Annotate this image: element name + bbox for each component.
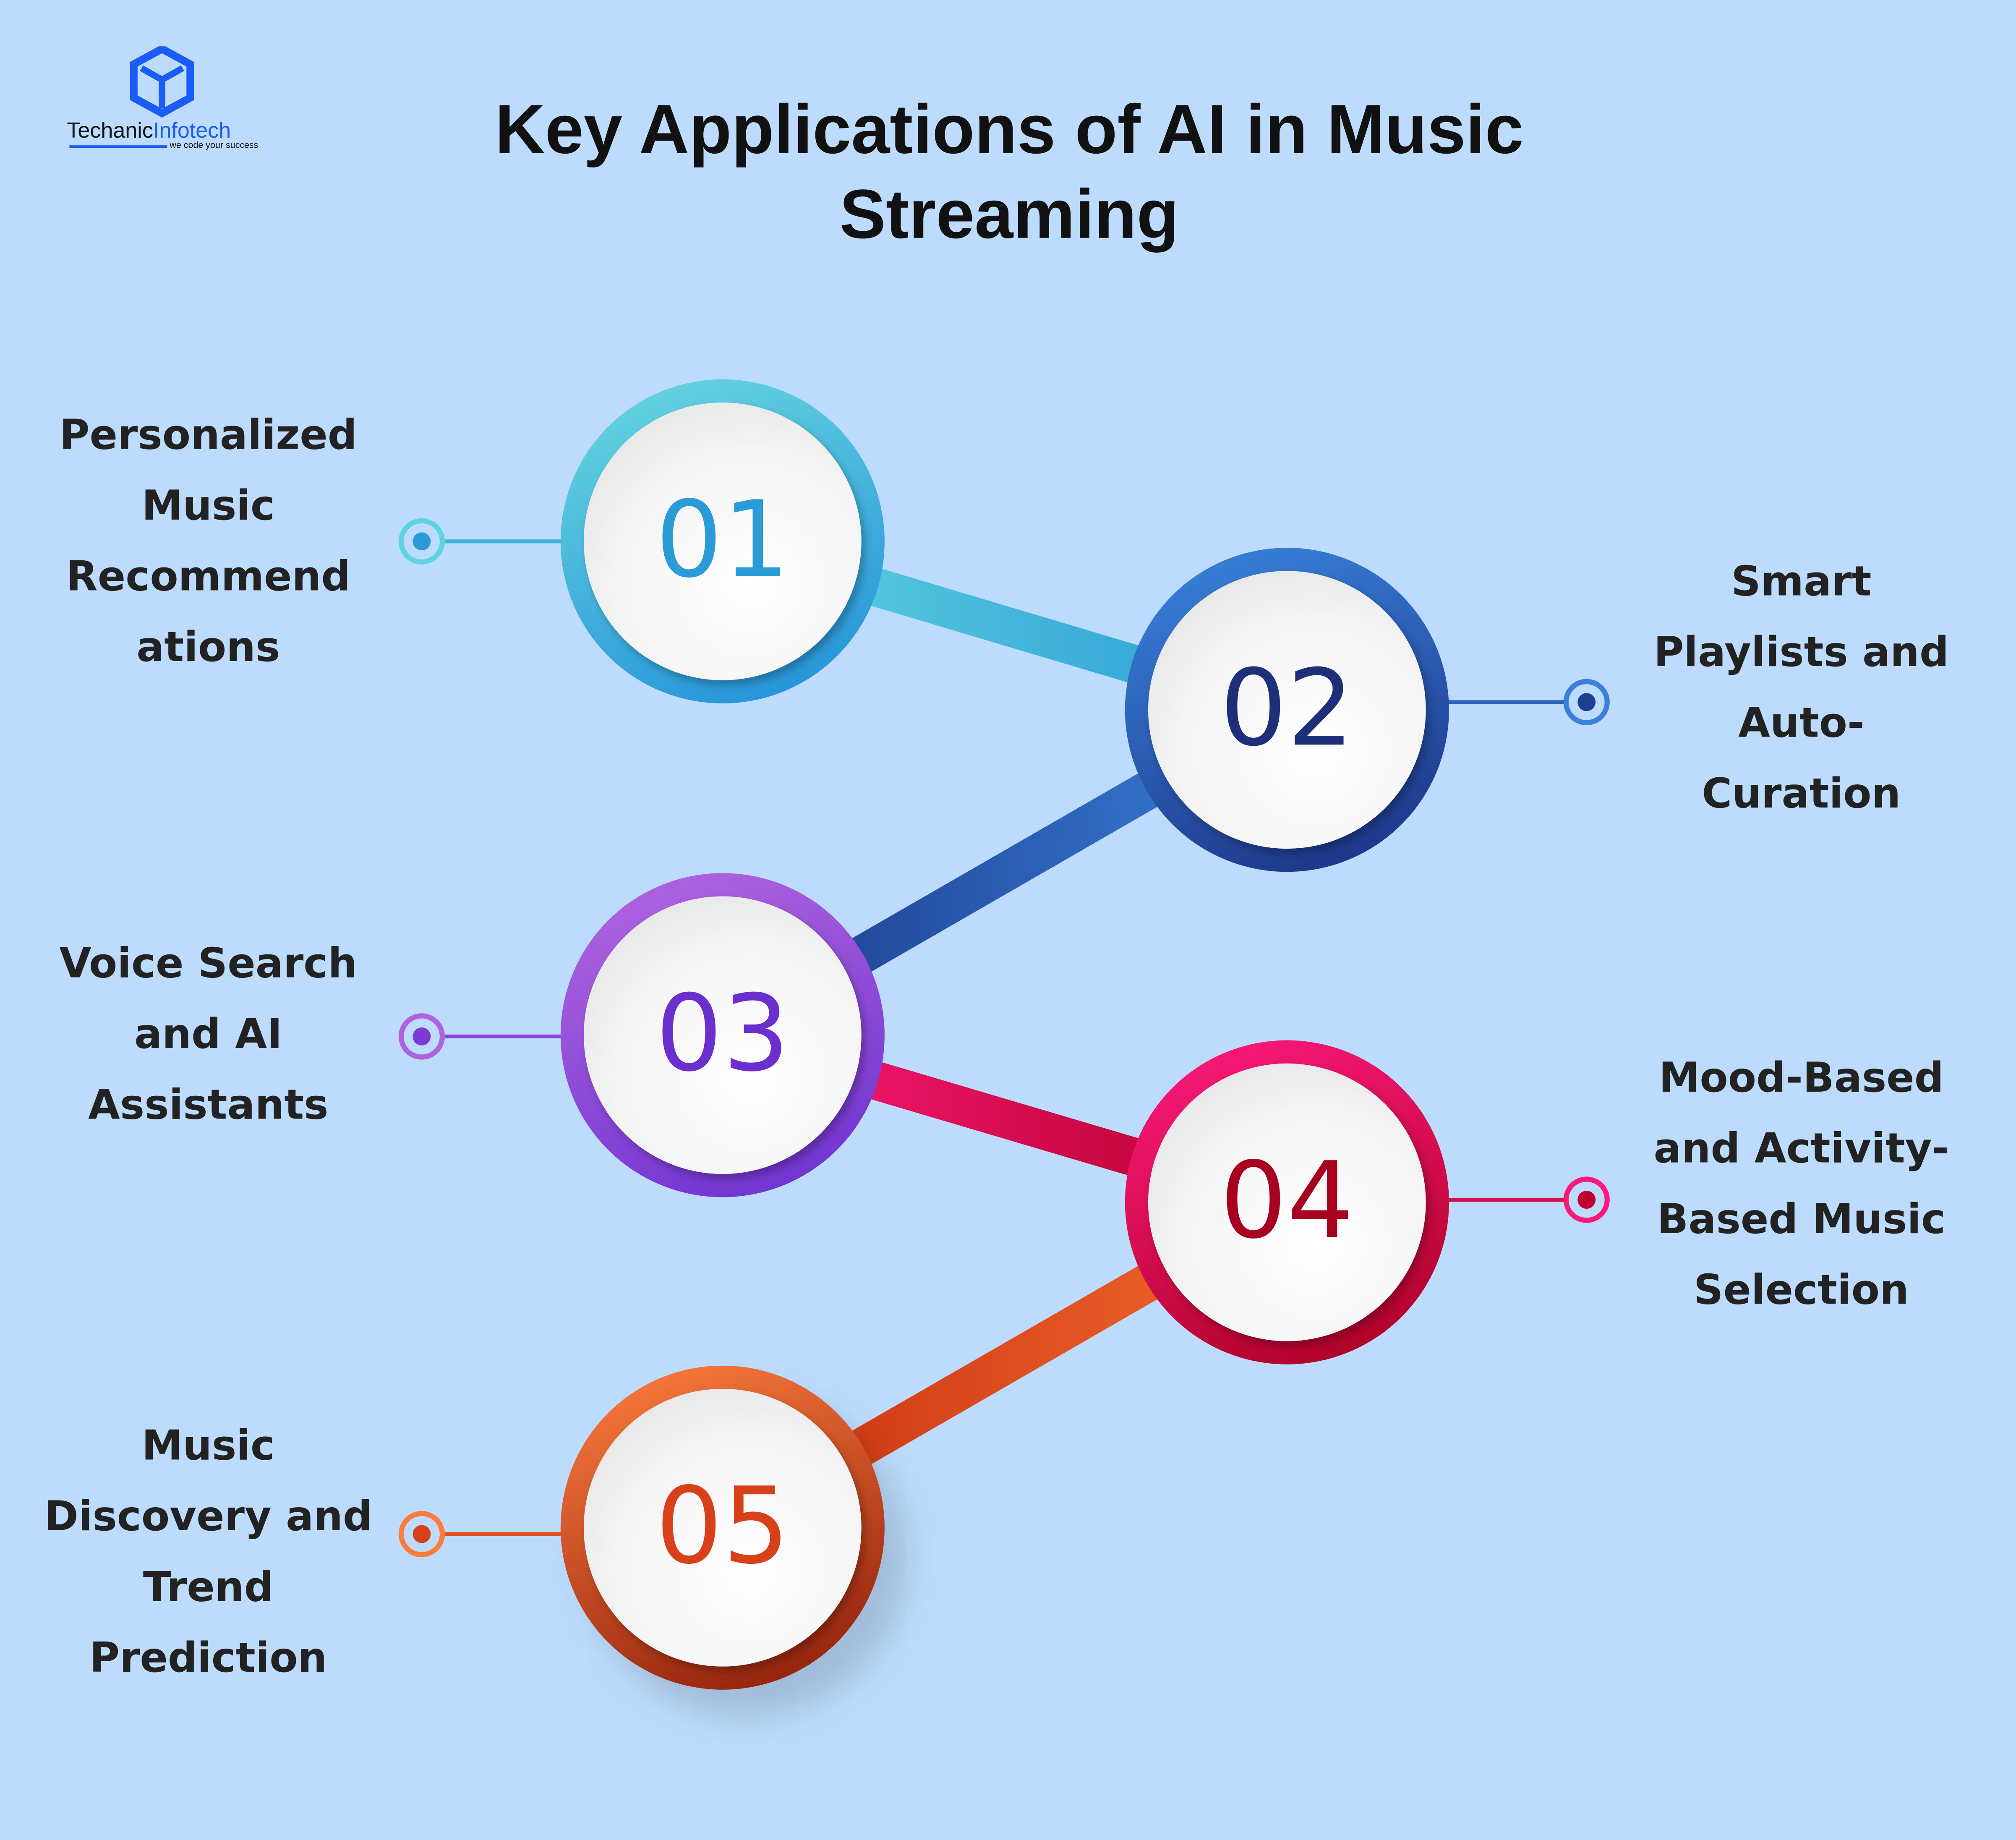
step-number: 02 [1220, 648, 1354, 771]
step-circle-02: 02 [1125, 548, 1449, 872]
pointer-02 [1445, 679, 1610, 725]
step-number: 05 [655, 1466, 790, 1588]
step-circle-05: 05 [560, 1365, 885, 1690]
step-label-03: Voice Search and AI Assistants [59, 938, 358, 1129]
logo-tagline: we code your success [170, 141, 259, 151]
step-number: 03 [655, 973, 790, 1096]
step-label-04: Mood-Based and Activity-Based Music Sele… [1653, 1053, 1949, 1315]
step-number: 01 [655, 479, 790, 602]
logo-underline [69, 145, 167, 148]
step-circle-04: 04 [1125, 1040, 1449, 1364]
pointer-01 [398, 518, 566, 565]
company-logo: TechanicInfotech we code your success [64, 46, 283, 162]
logo-name-part2: Infotech [153, 118, 231, 143]
step-number: 04 [1220, 1140, 1354, 1263]
step-label-05: Music Discovery and Trend Prediction [44, 1421, 373, 1682]
logo-name-part1: Techanic [67, 118, 153, 143]
pointer-05 [398, 1511, 566, 1558]
step-label-02: Smart Playlists and Auto-Curation [1653, 557, 1949, 818]
page-title: Key Applications of AI in Music Streamin… [495, 91, 1524, 254]
pointer-04 [1445, 1176, 1610, 1223]
step-circle-01: 01 [560, 379, 885, 703]
pointer-03 [398, 1013, 566, 1060]
step-label-01: Personalized Music Recommend ations [59, 410, 357, 672]
step-circle-03: 03 [560, 873, 885, 1197]
cube-logo-icon [130, 46, 194, 118]
